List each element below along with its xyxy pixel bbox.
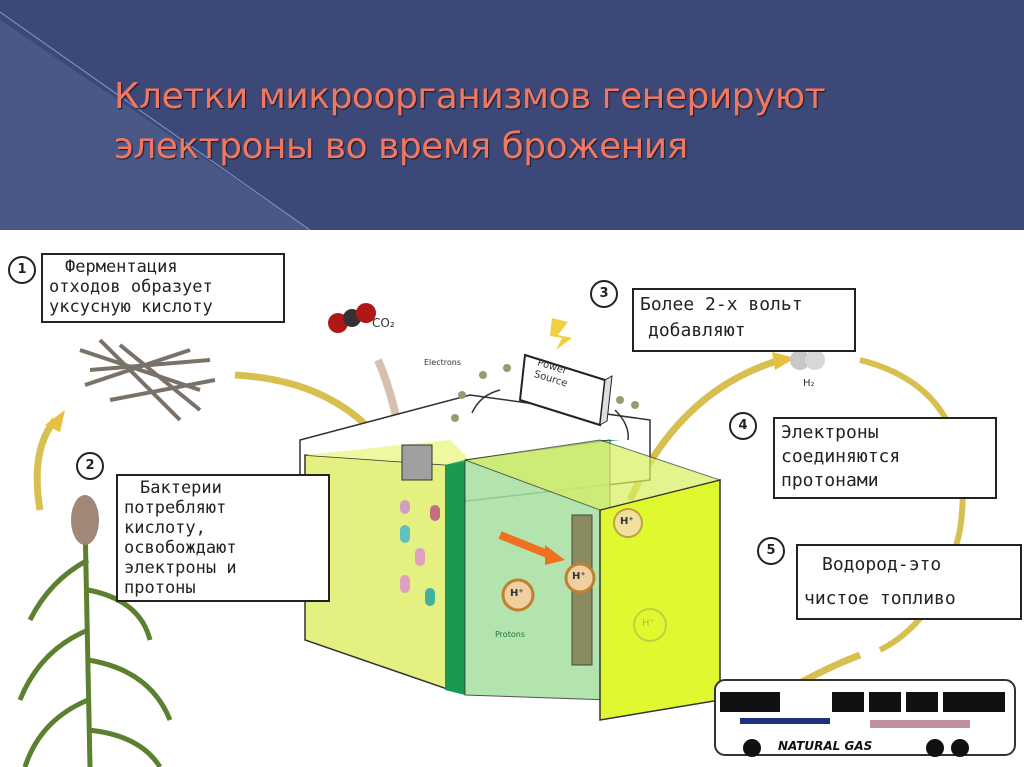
organic-waste bbox=[79, 338, 216, 422]
step-2-line-3: кислоту, bbox=[124, 518, 206, 538]
bus bbox=[714, 679, 1016, 757]
title-line-1: Клетки микроорганизмов генерируют bbox=[114, 76, 826, 117]
step-2-line-5: электроны и bbox=[124, 558, 237, 578]
step-3-badge: 3 bbox=[590, 280, 618, 308]
step-1-badge: 1 bbox=[8, 256, 36, 284]
proton-ion-4: H⁺ bbox=[642, 618, 655, 629]
step-4-box: Электроны соединяются протонами bbox=[773, 417, 997, 499]
step-4-badge: 4 bbox=[729, 412, 757, 440]
step-2-badge: 2 bbox=[76, 452, 104, 480]
step-1-line-2: отходов образует bbox=[49, 277, 213, 297]
step-4-line-1: Электроны bbox=[781, 422, 879, 443]
step-5-badge: 5 bbox=[757, 537, 785, 565]
step-4-line-3: протонами bbox=[781, 470, 879, 491]
step-2-line-4: освобождают bbox=[124, 538, 237, 558]
slide-header: Клетки микроорганизмов генерируют электр… bbox=[0, 0, 1024, 230]
step-3-line-1: Более 2-х вольт bbox=[640, 294, 803, 315]
step-2-box: Бактерии потребляют кислоту, освобождают… bbox=[116, 474, 330, 602]
proton-ion-1: H⁺ bbox=[510, 588, 524, 599]
step-3-line-2: добавляют bbox=[648, 320, 746, 341]
step-5-box: Водород-это чистое топливо bbox=[796, 544, 1022, 620]
step-4-line-2: соединяются bbox=[781, 446, 901, 467]
bus-label: NATURAL GAS bbox=[778, 739, 873, 753]
step-2-line-1: Бактерии bbox=[140, 478, 222, 498]
step-3-box: Более 2-х вольт добавляют bbox=[632, 288, 856, 352]
fermentation-diagram: 1 2 3 4 5 Ферментация отходов образует у… bbox=[0, 230, 1024, 767]
corn-plant bbox=[17, 519, 173, 767]
step-5-line-1: Водород-это bbox=[822, 554, 942, 575]
step-5-line-2: чистое топливо bbox=[804, 588, 956, 609]
bacteria bbox=[400, 500, 440, 606]
electrons-label: Electrons bbox=[424, 358, 461, 367]
header-decoration bbox=[0, 0, 311, 230]
step-2-line-2: потребляют bbox=[124, 498, 227, 518]
step-1-line-3: уксусную кислоту bbox=[49, 297, 213, 317]
co2-label: CO₂ bbox=[372, 316, 395, 330]
proton-ion-2: H⁺ bbox=[572, 571, 586, 582]
protons-label: Protons bbox=[495, 630, 525, 639]
title-line-2: электроны во время брожения bbox=[114, 126, 688, 167]
step-2-line-6: протоны bbox=[124, 578, 196, 598]
h2-label: H₂ bbox=[803, 378, 815, 389]
step-1-box: Ферментация отходов образует уксусную ки… bbox=[41, 253, 285, 323]
arrow-plant-to-waste bbox=[33, 417, 58, 511]
diagram-illustration bbox=[17, 303, 1016, 767]
slide-title: Клетки микроорганизмов генерируют электр… bbox=[114, 72, 994, 172]
step-1-line-1: Ферментация bbox=[65, 257, 178, 277]
proton-ion-3: H⁺ bbox=[620, 516, 634, 527]
